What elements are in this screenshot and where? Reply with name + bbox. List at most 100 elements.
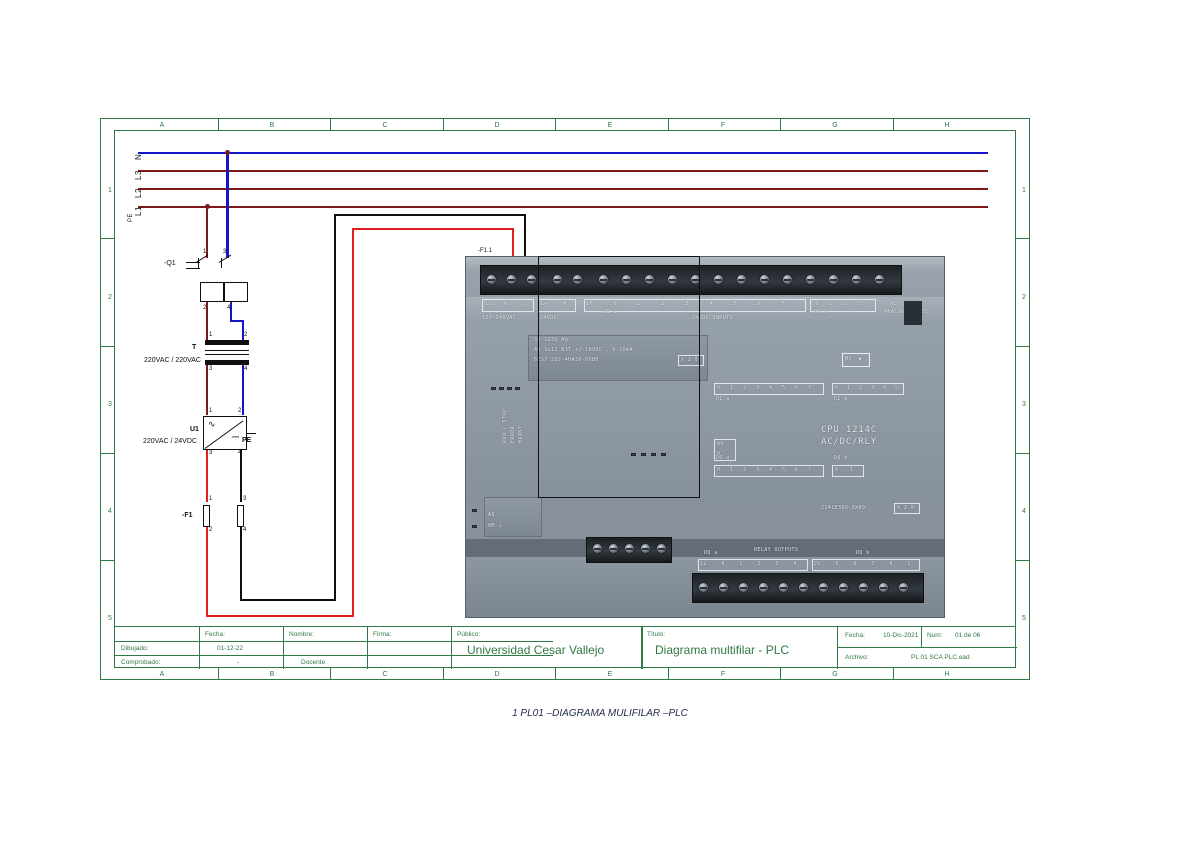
plc-eth-screw-1[interactable] [592,543,603,554]
tb-right-hoja-label: Num: [927,632,943,639]
psu-rating: 220VAC / 24VDC [143,438,197,445]
plc-bottom-screw-3[interactable] [738,582,749,593]
grid-label-top-d: D [494,122,500,129]
plc-dc-supply-label: 24VDC [540,315,558,321]
breaker-pole-1-stem [198,258,199,268]
xfmr-core-line-1 [205,350,249,351]
grid-tick-bottom-3 [443,668,444,679]
plc-top-screw-13[interactable] [759,274,770,285]
wire-dc-neg-top [334,214,526,216]
grid-tick-left-3 [100,453,114,454]
bus-label-l3: L3 [134,170,143,180]
plc-bottom-screw-7[interactable] [818,582,829,593]
psu-dc-symbol: ⎓ [232,432,240,442]
plc-top-screw-17[interactable] [851,274,862,285]
plc-top-screw-10[interactable] [690,274,701,285]
breaker-term-4: 4 [227,305,231,311]
wire-xfmr-to-psu-n [242,365,244,415]
psu-pe-label: PE [242,437,252,444]
plc-top-screw-5[interactable] [572,274,583,285]
plc-di-a-term-1: .1 [634,301,641,307]
plc-dq-b-terminal-box [812,559,920,571]
wire-dc-pos-bottom [206,615,354,617]
plc-top-screw-8[interactable] [644,274,655,285]
plc-eth-screw-2[interactable] [608,543,619,554]
tb-header-titulo: Título: [647,631,666,638]
plc-dq-a-term-1: .1 [736,561,743,567]
plc-led-b4 [661,453,666,456]
plc-bottom-screw-10[interactable] [878,582,889,593]
bus-line-l2 [138,188,988,190]
plc-dq-b-term-7: .7 [868,561,875,567]
plc-status-led-maint: MAINT [518,425,524,443]
plc-bottom-screw-9[interactable] [858,582,869,593]
plc-bottom-screw-11[interactable] [898,582,909,593]
grid-label-right-5: 5 [1022,615,1026,622]
plc-dq-b-term-2l: 2L [814,561,821,567]
tb-right-archivo-value: PL 01 SCA PLC.ead [911,654,970,661]
plc-sb-badge: X 2 0 [681,357,699,363]
plc-led-b2 [641,453,646,456]
plc-di-b-term-2: .2 [840,301,847,307]
plc-ai-label: AI [890,301,897,307]
plc-bottom-screw-6[interactable] [798,582,809,593]
tb-row-label-comprobado: Comprobado: [121,659,161,666]
plc-bottom-screw-5[interactable] [778,582,789,593]
grid-tick-right-2 [1016,346,1030,347]
plc-dq-b-led-bit-1: 1 [850,467,854,473]
plc-sb-slot-label: AQ [488,512,495,518]
plc-top-screw-6[interactable] [598,274,609,285]
grid-tick-left-2 [100,346,114,347]
plc-di-b-led-bit-5: 5 [895,385,899,391]
plc-top-screw-18[interactable] [874,274,885,285]
plc-top-screw-9[interactable] [667,274,678,285]
plc-di-a-led-label: DI a [716,396,730,402]
plc-top-screw-12[interactable] [736,274,747,285]
plc-top-screw-11[interactable] [713,274,724,285]
plc-aq-label: AQ [717,441,724,447]
grid-label-right-3: 3 [1022,401,1026,408]
plc-eth-screw-3[interactable] [624,543,635,554]
plc-di-b-led-bit-3: 3 [871,385,875,391]
plc-top-screw-3[interactable] [526,274,537,285]
plc-top-screw-15[interactable] [805,274,816,285]
plc-bottom-screw-1[interactable] [698,582,709,593]
plc-top-screw-16[interactable] [828,274,839,285]
grid-tick-bottom-1 [218,668,219,679]
plc-terminal-lplus: L+ [541,301,548,307]
plc-top-screw-1[interactable] [486,274,497,285]
plc-dq-b-led-box [832,465,864,477]
plc-eth-screw-4[interactable] [640,543,651,554]
plc-top-screw-7[interactable] [621,274,632,285]
plc-aq-box [714,439,736,461]
plc-bottom-screw-8[interactable] [838,582,849,593]
grid-label-bottom-f: F [720,671,726,678]
grid-tick-top-7 [893,119,894,130]
bus-line-l1 [138,206,988,208]
plc-bottom-screw-2[interactable] [718,582,729,593]
grid-label-bottom-d: D [494,671,500,678]
grid-label-left-4: 4 [108,508,112,515]
plc-di-a-led-bit-1: 1 [730,385,734,391]
plc-di-a-term-4: .4 [706,301,713,307]
plc-order-badge-box [894,503,920,514]
plc-sb-line3: 6ES7 232-4HA30-0XB0 [534,357,599,363]
cad-overlay-rect [538,256,700,498]
plc-di-b-group-label: DI b [814,309,828,315]
plc-top-screw-2[interactable] [506,274,517,285]
plc-eth-screw-5[interactable] [656,543,667,554]
plc-top-screw-14[interactable] [782,274,793,285]
plc-cpu-type: AC/DC/RLY [821,437,877,447]
grid-tick-right-3 [1016,453,1030,454]
plc-dq-b-term-0: .0 [886,561,893,567]
fuse-body-right [237,505,244,527]
plc-bottom-screw-4[interactable] [758,582,769,593]
plc-inputs-title: 24VDC INPUTS [692,315,733,321]
breaker-link-upper [186,262,200,263]
plc-top-screw-4[interactable] [552,274,563,285]
plc-led-a3 [507,387,512,390]
plc-di-a-led-bit-2: 2 [743,385,747,391]
plc-led-a2 [499,387,504,390]
plc-led-a1 [491,387,496,390]
plc-memory-card-box[interactable] [842,353,870,367]
